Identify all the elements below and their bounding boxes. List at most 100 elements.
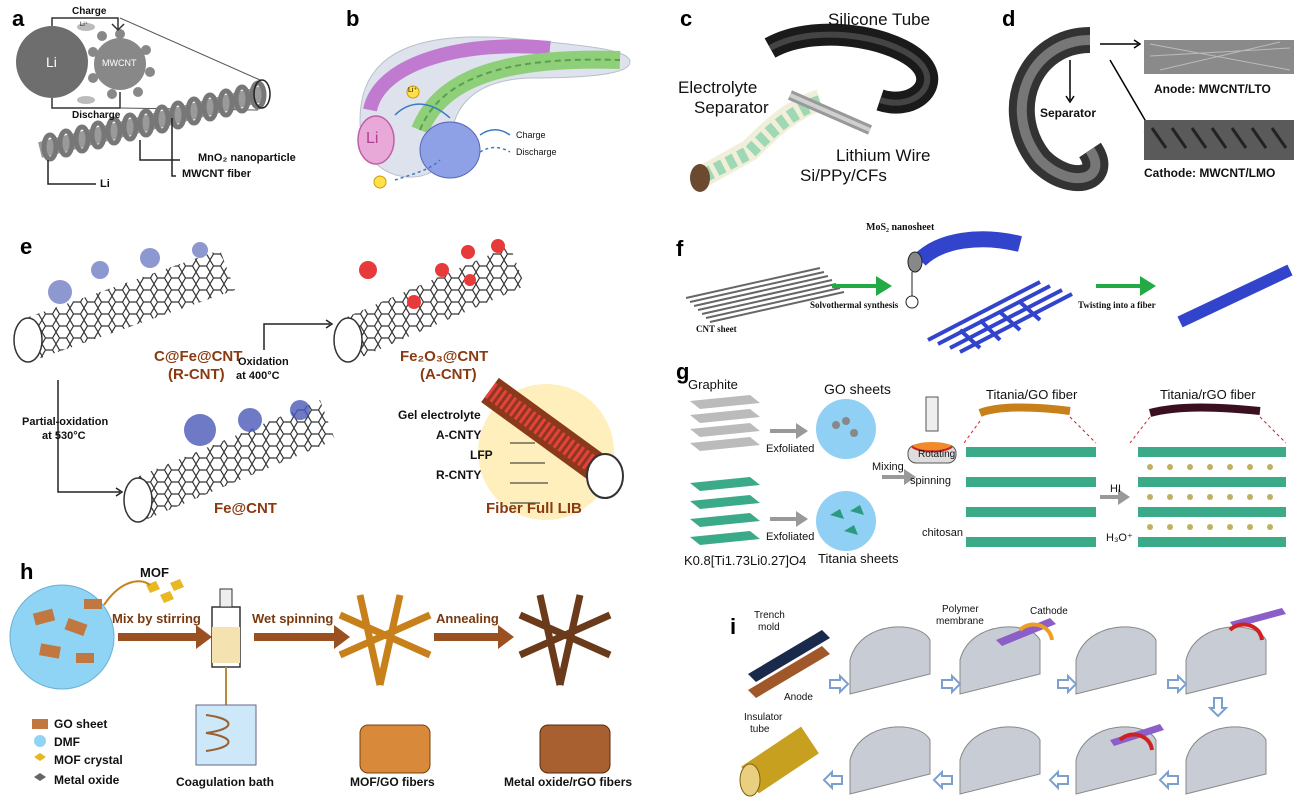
panel-d: d Anode: MWCNT/LTO Cathode: MWCNT/LMO Se…: [990, 0, 1300, 200]
label-lfp: LFP: [470, 448, 493, 462]
panel-h: h MOF Mix by stirring Wet spinning Annea…: [0, 555, 660, 797]
panel-i: i Trench mold: [730, 600, 1300, 797]
label-rcnty: R-CNTY: [436, 468, 482, 482]
panel-a-graphic: [16, 17, 271, 185]
label-exfoliated-2: Exfoliated: [766, 531, 815, 543]
panel-label-b: b: [346, 6, 360, 31]
label-hi: HI: [1110, 483, 1121, 495]
label-mold: mold: [758, 622, 780, 633]
label-a-cnt-2: (A-CNT): [420, 366, 477, 383]
label-lithium-wire: Lithium Wire: [836, 146, 931, 165]
panel-f: f MoS₂ nanosheet CNT sheet Solvothermal …: [660, 220, 1300, 354]
label-charge: Charge: [72, 6, 107, 17]
label-bath: Coagulation bath: [176, 775, 274, 789]
label-anode-i: Anode: [784, 692, 813, 703]
panel-g-graphic: [690, 395, 1287, 551]
label-full-lib: Fiber Full LIB: [486, 500, 582, 517]
label-partial: Partial-oxidation: [22, 416, 109, 428]
label-mwcnt-circle: MWCNT: [102, 58, 137, 68]
panel-label-c: c: [680, 6, 693, 31]
label-titania-sheets: Titania sheets: [818, 551, 899, 566]
label-discharge: Discharge: [72, 110, 121, 121]
label-discharge-b: Discharge: [516, 147, 557, 157]
label-oxidation: Oxidation: [238, 356, 289, 368]
label-exfoliated-1: Exfoliated: [766, 443, 815, 455]
label-oxidation-2: at 400°C: [236, 370, 280, 382]
label-membrane: membrane: [936, 616, 984, 627]
label-dmf: DMF: [54, 735, 80, 749]
label-go-sheet: GO sheet: [54, 717, 108, 731]
label-trench: Trench: [754, 610, 785, 621]
label-cathode-i: Cathode: [1030, 606, 1068, 617]
label-r-cnt: C@Fe@CNT: [154, 348, 243, 365]
label-li: Li: [100, 178, 110, 190]
label-h3o: H₃O⁺: [1106, 532, 1133, 544]
panel-d-graphic: [1008, 27, 1294, 191]
label-polymer: Polymer: [942, 604, 979, 615]
label-tube: tube: [750, 724, 770, 735]
label-li-circle: Li: [46, 54, 57, 70]
panel-label-e: e: [20, 234, 33, 259]
label-r-cnt-2: (R-CNT): [168, 366, 225, 383]
panel-b-graphic: [357, 36, 631, 189]
label-titania-rgo: Titania/rGO fiber: [1160, 387, 1256, 402]
label-formula: K0.8[Ti1.73Li0.27]O4: [684, 553, 807, 568]
label-electrolyte: Electrolyte: [678, 78, 758, 97]
label-li-b: Li: [366, 130, 379, 147]
panel-g: g Graphite GO sheets Exfoliated: [660, 355, 1300, 570]
label-li-ion: Li⁺: [80, 22, 88, 28]
label-charge-b: Charge: [516, 130, 546, 140]
panel-label-h: h: [20, 559, 34, 584]
label-li-ion-b: Li⁺: [408, 87, 418, 94]
label-mwcnt-fiber: MWCNT fiber: [182, 168, 252, 180]
label-rotating: Rotating: [918, 449, 956, 460]
li-circle: [16, 26, 88, 98]
panel-e-graphic: [13, 239, 624, 523]
label-twisting: Twisting into a fiber: [1078, 300, 1156, 310]
panel-label-a: a: [12, 6, 25, 31]
label-go-sheets: GO sheets: [824, 381, 891, 397]
panel-c-graphic: [690, 23, 939, 192]
label-anneal: Annealing: [436, 611, 499, 626]
label-separator-c: Separator: [694, 98, 769, 117]
panel-label-d: d: [1002, 6, 1016, 31]
panel-label-g: g: [676, 359, 690, 384]
panel-f-graphic: [685, 231, 1293, 354]
label-mix: Mix by stirring: [112, 611, 201, 626]
label-mos2: MoS₂ nanosheet: [866, 222, 935, 233]
label-separator-d: Separator: [1040, 106, 1097, 120]
panel-i-graphic: [739, 608, 1286, 797]
label-mixing: Mixing: [872, 461, 904, 473]
panel-h-graphic: [9, 579, 612, 781]
li-electrode: [357, 115, 395, 165]
label-metal-oxide: Metal oxide: [54, 773, 120, 787]
label-graphite: Graphite: [688, 377, 738, 392]
label-chitosan: chitosan: [922, 527, 963, 539]
panel-label-i: i: [730, 614, 737, 639]
label-insulator: Insulator: [744, 712, 783, 723]
panel-label-f: f: [676, 236, 684, 261]
panel-a: a Charge Li MW: [0, 0, 296, 200]
label-solvothermal: Solvothermal synthesis: [810, 300, 899, 310]
label-spinning: spinning: [910, 475, 951, 487]
label-partial-2: at 530°C: [42, 430, 86, 442]
panel-e: e C@Fe@CNT (R-CNT) Oxidation at 400°C: [0, 230, 650, 550]
label-mof-crystal: MOF crystal: [54, 753, 123, 767]
label-wet: Wet spinning: [252, 611, 334, 626]
label-mof-go: MOF/GO fibers: [350, 775, 435, 789]
fiber-bundle: [419, 121, 481, 179]
mwcnt-circle: [88, 29, 155, 99]
label-titania-go: Titania/GO fiber: [986, 387, 1078, 402]
label-mof: MOF: [140, 565, 169, 580]
panel-c: c Silicone Tube Electrolyte Separator Li…: [670, 0, 1000, 200]
label-mo-rgo: Metal oxide/rGO fibers: [504, 775, 633, 789]
label-a-cnt: Fe₂O₃@CNT: [400, 348, 489, 365]
panel-b: b Li Li⁺ Charge Discharge: [330, 0, 670, 200]
label-acnty: A-CNTY: [436, 428, 482, 442]
label-anode-d: Anode: MWCNT/LTO: [1154, 82, 1271, 96]
mwcnt-fiber: [38, 80, 267, 162]
label-gel: Gel electrolyte: [398, 408, 481, 422]
label-fe-cnt: Fe@CNT: [214, 500, 277, 517]
label-mno2: MnO₂ nanoparticle: [198, 152, 296, 164]
label-cathode-d: Cathode: MWCNT/LMO: [1144, 166, 1276, 180]
